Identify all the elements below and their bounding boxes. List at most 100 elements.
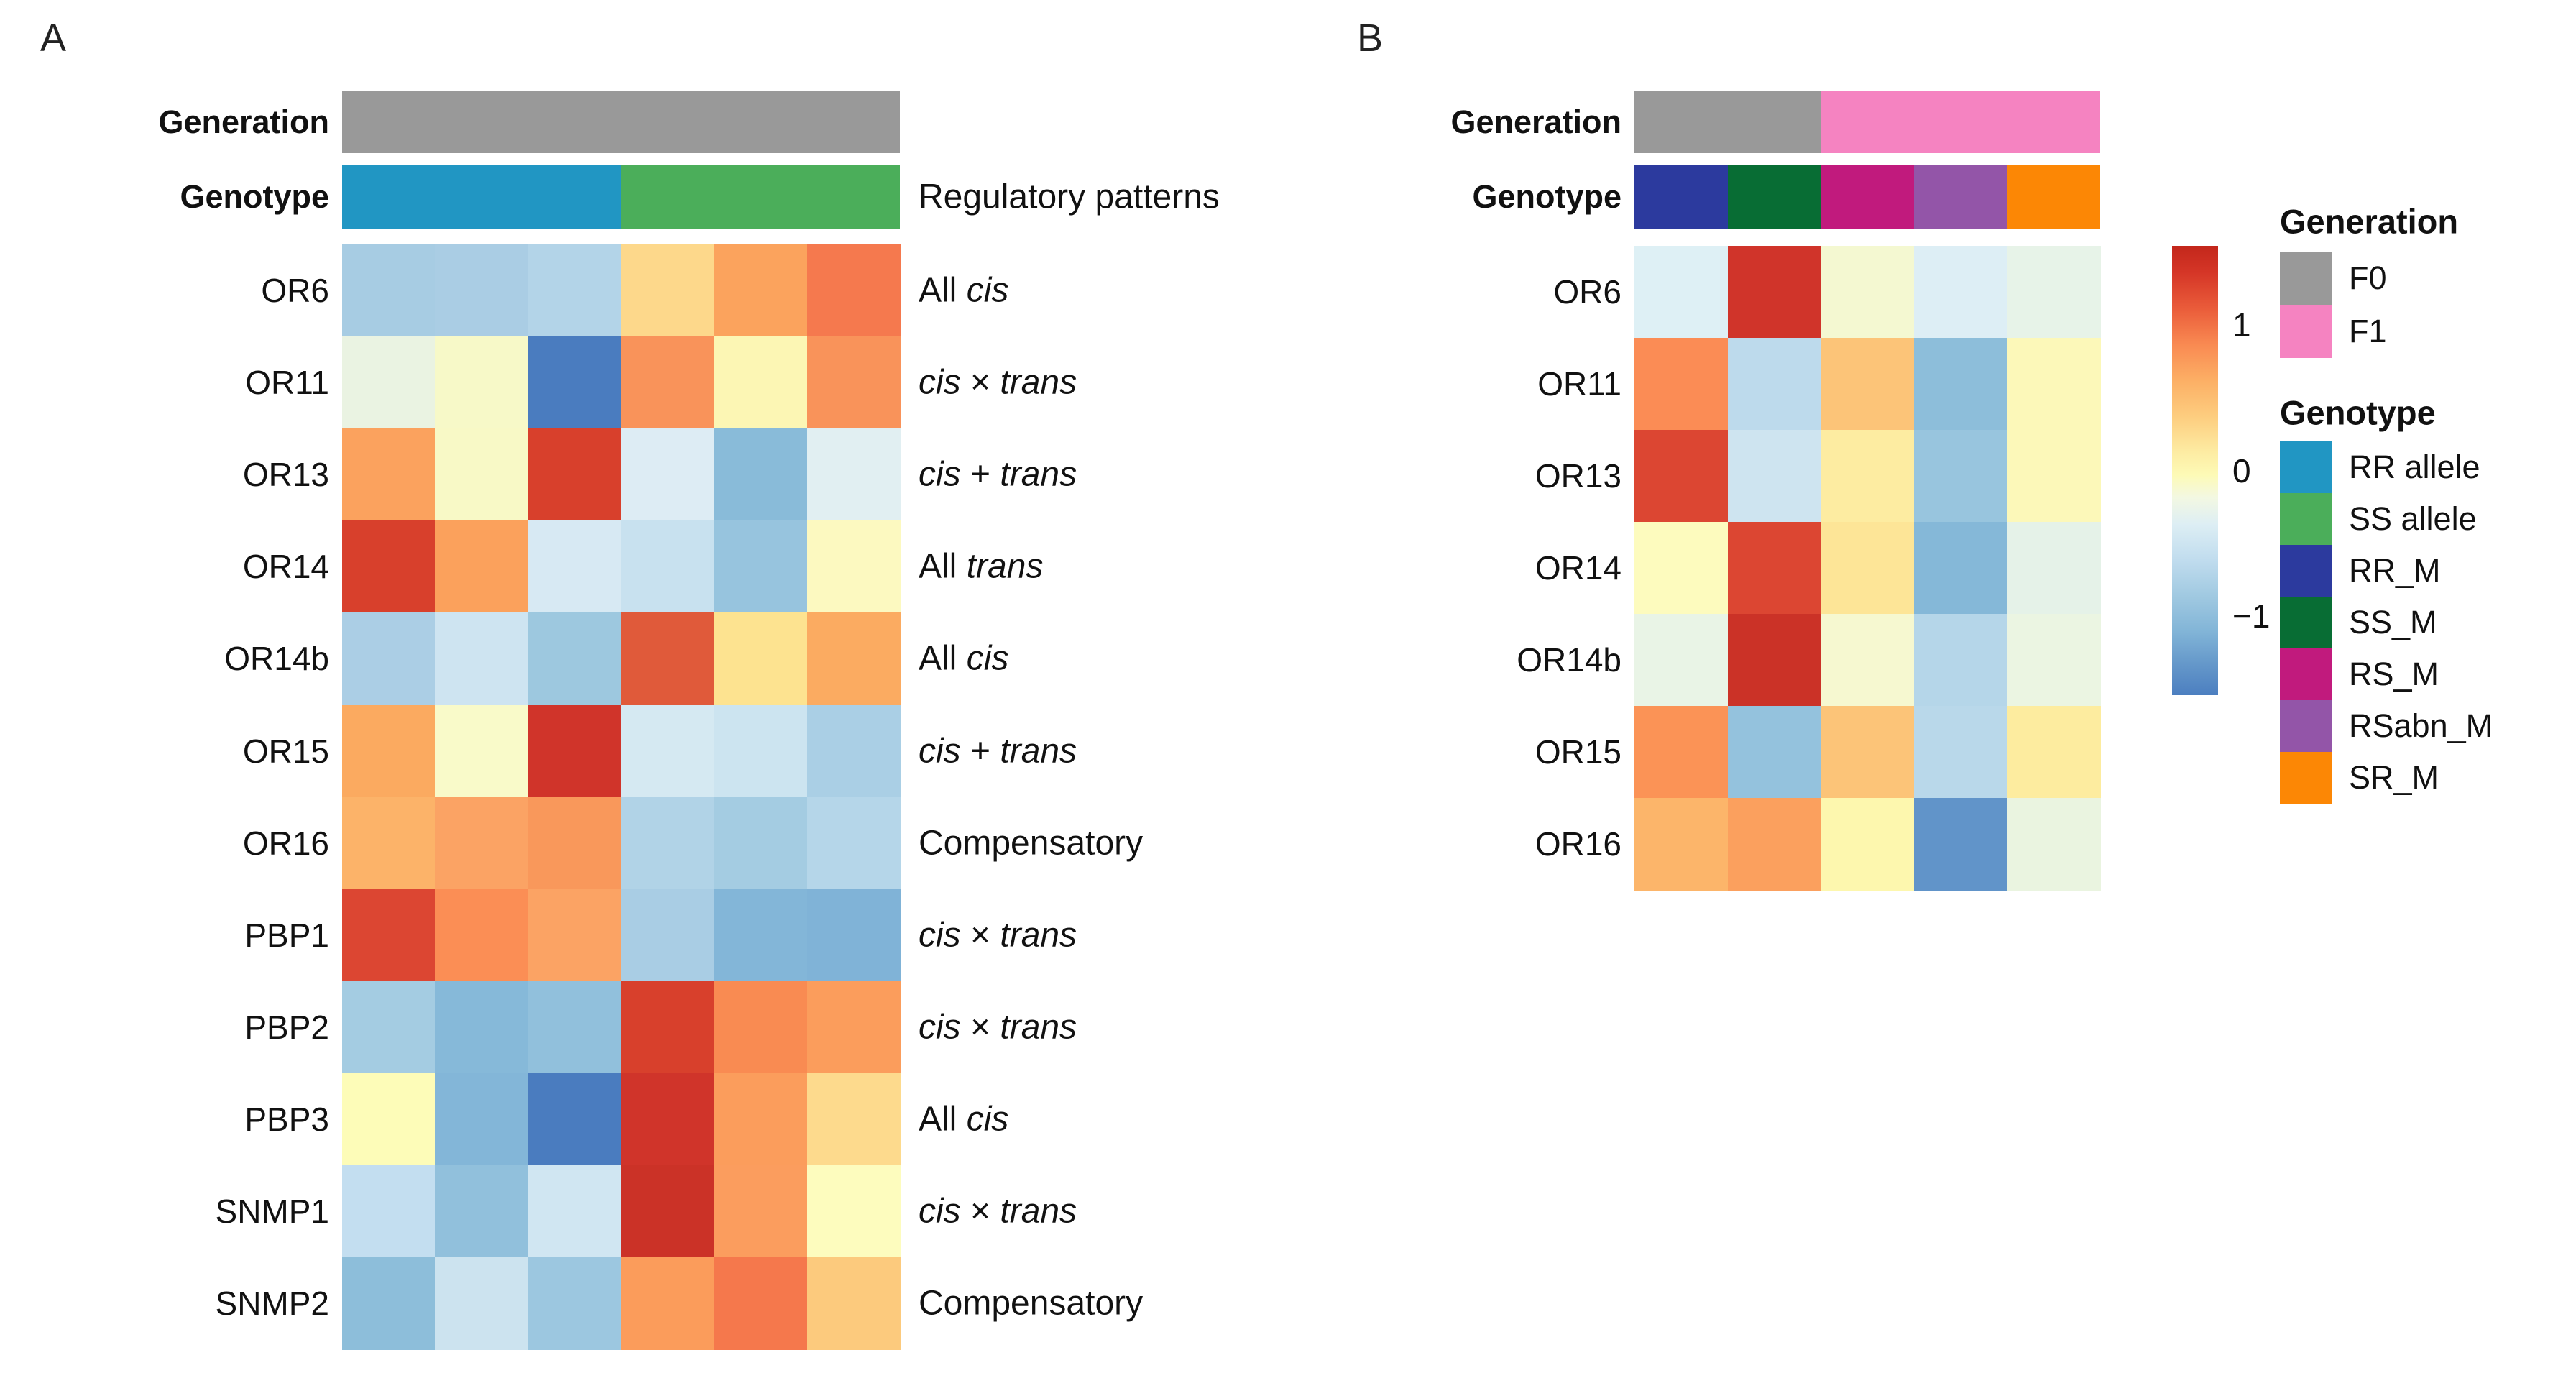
regulatory-pattern-label: cis × trans bbox=[919, 363, 1077, 403]
heatmap-cell bbox=[1634, 706, 1729, 799]
heatmap-cell bbox=[435, 704, 529, 798]
pattern-term: + bbox=[960, 732, 1000, 771]
heatmap-cell bbox=[714, 244, 808, 337]
heatmap-cell bbox=[528, 612, 622, 706]
gene-label: OR14 bbox=[1535, 549, 1622, 587]
heatmap-cell bbox=[1727, 798, 1821, 891]
gene-label: OR15 bbox=[1535, 733, 1622, 771]
legend-label-f0: F0 bbox=[2349, 260, 2387, 296]
heatmap-cell bbox=[1634, 338, 1729, 431]
heatmap-cell bbox=[528, 1073, 622, 1166]
heatmap-cell bbox=[714, 520, 808, 613]
heatmap-cell bbox=[2007, 430, 2101, 523]
legend-swatch-rr_m bbox=[2280, 545, 2332, 597]
gene-label: OR6 bbox=[1553, 273, 1622, 311]
heatmap-cell bbox=[342, 244, 436, 337]
heatmap-cell bbox=[714, 1257, 808, 1350]
gene-label: OR11 bbox=[245, 364, 329, 402]
heatmap-cell bbox=[620, 244, 714, 337]
heatmap-cell bbox=[342, 888, 436, 982]
regulatory-pattern-label: cis + trans bbox=[919, 731, 1077, 771]
heatmap-cell bbox=[342, 428, 436, 521]
heatmap-cell bbox=[1821, 522, 1915, 615]
heatmap-cell bbox=[435, 428, 529, 521]
heatmap-cell bbox=[528, 888, 622, 982]
pattern-term: + bbox=[960, 455, 1000, 494]
generation-segment-f0 bbox=[342, 91, 901, 153]
legend-label-rsabn_m: RSabn_M bbox=[2349, 707, 2493, 744]
pattern-term-italic: cis bbox=[919, 455, 961, 494]
gene-label: OR6 bbox=[261, 272, 329, 310]
gene-label: OR13 bbox=[242, 456, 329, 494]
heatmap-cell bbox=[1821, 338, 1915, 431]
pattern-term-italic: trans bbox=[1000, 1008, 1077, 1047]
pattern-term: × bbox=[960, 1192, 1000, 1231]
heatmap-cell bbox=[1913, 614, 2007, 707]
colorbar-tick-label: −1 bbox=[2232, 597, 2271, 635]
legend-swatch-sr_m bbox=[2280, 752, 2332, 804]
heatmap-cell bbox=[806, 1073, 901, 1166]
legend-label-ss-allele: SS allele bbox=[2349, 500, 2477, 537]
panel-b-genotype-label: Genotype bbox=[1472, 178, 1622, 215]
pattern-term-italic: trans bbox=[1000, 916, 1077, 955]
gene-label: SNMP1 bbox=[215, 1193, 329, 1231]
pattern-term-italic: cis bbox=[919, 916, 961, 955]
regulatory-pattern-label: All cis bbox=[919, 639, 1008, 679]
heatmap-cell bbox=[714, 981, 808, 1074]
heatmap-cell bbox=[2007, 246, 2101, 339]
heatmap-cell bbox=[620, 796, 714, 890]
genotype-segment-ss-allele bbox=[620, 165, 901, 229]
heatmap-cell bbox=[342, 981, 436, 1074]
gene-label: OR15 bbox=[242, 732, 329, 770]
gene-label: PBP1 bbox=[244, 916, 329, 954]
heatmap-cell bbox=[528, 981, 622, 1074]
pattern-term: All bbox=[919, 1100, 967, 1139]
heatmap-cell bbox=[806, 1257, 901, 1350]
legend-genotype-title: Genotype bbox=[2280, 393, 2436, 432]
heatmap-cell bbox=[1821, 246, 1915, 339]
pattern-term-italic: cis bbox=[919, 732, 961, 771]
heatmap-cell bbox=[1727, 246, 1821, 339]
heatmap-cell bbox=[435, 1257, 529, 1350]
heatmap-cell bbox=[342, 612, 436, 706]
regulatory-pattern-label: Compensatory bbox=[919, 1284, 1143, 1323]
heatmap-cell bbox=[528, 796, 622, 890]
gene-label: PBP3 bbox=[244, 1100, 329, 1138]
regulatory-pattern-label: cis + trans bbox=[919, 455, 1077, 495]
genotype-segment-rr_m bbox=[1634, 165, 1729, 229]
regulatory-pattern-label: Compensatory bbox=[919, 823, 1143, 863]
panel-b-letter: B bbox=[1357, 17, 1384, 60]
heatmap-cell bbox=[1821, 614, 1915, 707]
gene-label: PBP2 bbox=[244, 1008, 329, 1046]
gene-label: OR14b bbox=[224, 640, 329, 678]
heatmap-cell bbox=[528, 336, 622, 429]
heatmap-cell bbox=[435, 244, 529, 337]
heatmap-cell bbox=[806, 428, 901, 521]
heatmap-cell bbox=[806, 796, 901, 890]
heatmap-cell bbox=[714, 336, 808, 429]
heatmap-cell bbox=[1727, 430, 1821, 523]
heatmap-cell bbox=[806, 520, 901, 613]
heatmap-cell bbox=[620, 428, 714, 521]
gene-label: OR14 bbox=[242, 548, 329, 586]
legend-swatch-rs_m bbox=[2280, 648, 2332, 700]
heatmap-cell bbox=[620, 612, 714, 706]
heatmap-cell bbox=[620, 520, 714, 613]
heatmap-cell bbox=[528, 244, 622, 337]
heatmap-cell bbox=[620, 981, 714, 1074]
heatmap-cell bbox=[620, 704, 714, 798]
heatmap-cell bbox=[342, 704, 436, 798]
regulatory-patterns-header: Regulatory patterns bbox=[919, 178, 1220, 216]
heatmap-cell bbox=[2007, 706, 2101, 799]
heatmap-cell bbox=[528, 704, 622, 798]
heatmap-cell bbox=[435, 612, 529, 706]
pattern-term-italic: trans bbox=[1000, 732, 1077, 771]
panel-a-genotype-label: Genotype bbox=[180, 178, 329, 215]
panel-a-letter: A bbox=[40, 17, 67, 60]
heatmap-cell bbox=[1634, 522, 1729, 615]
regulatory-pattern-label: cis × trans bbox=[919, 1192, 1077, 1231]
gene-label: OR13 bbox=[1535, 457, 1622, 495]
pattern-term-italic: trans bbox=[966, 547, 1044, 586]
panel-a-generation-label: Generation bbox=[158, 104, 329, 140]
genotype-segment-rr-allele bbox=[342, 165, 622, 229]
